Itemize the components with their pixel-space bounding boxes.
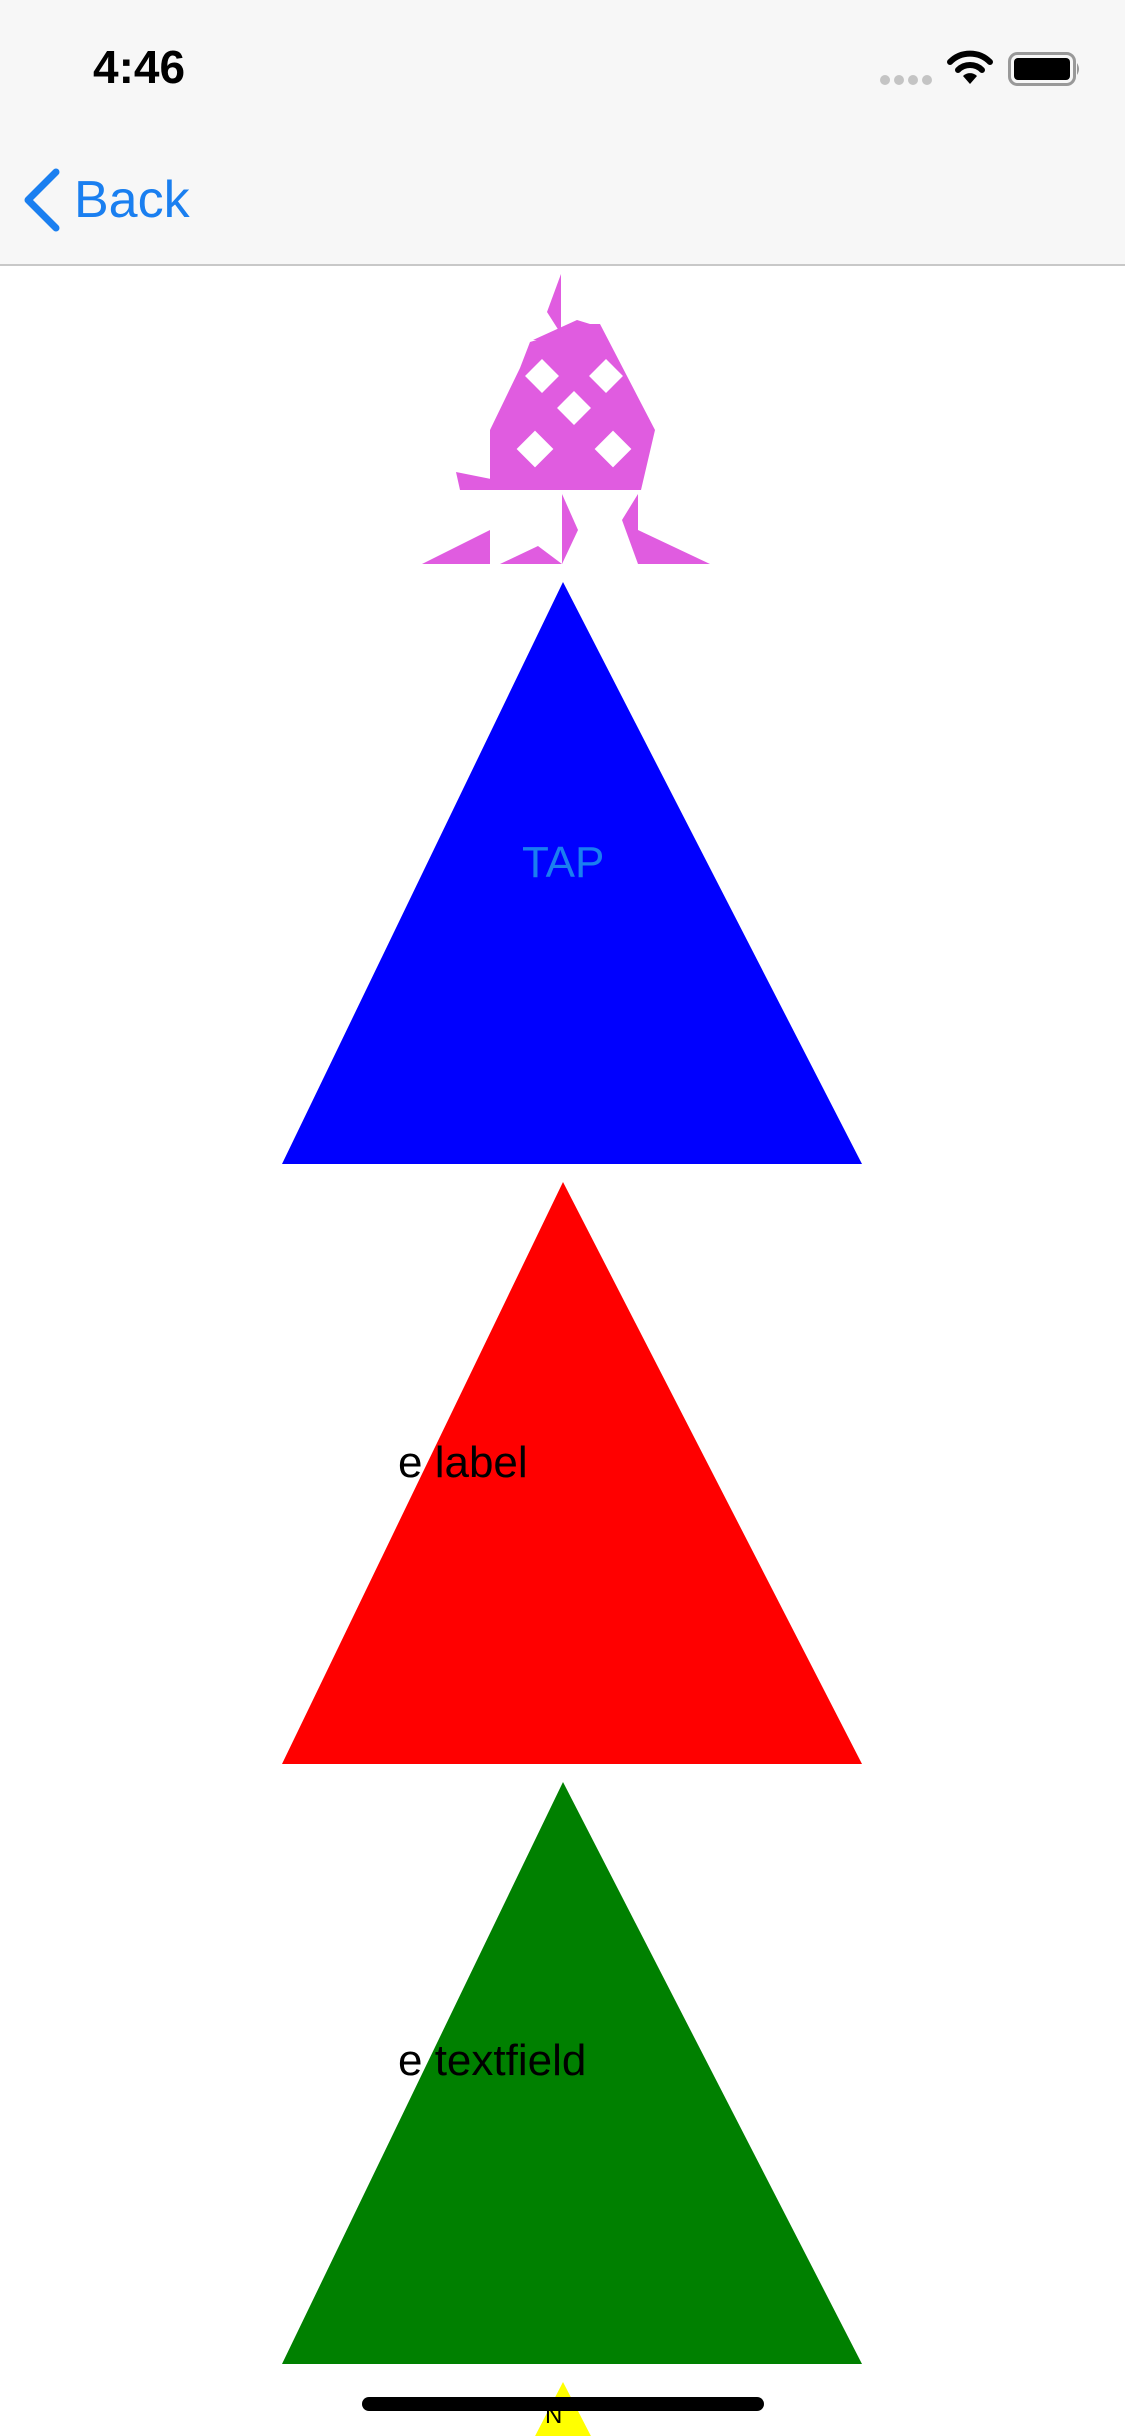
navigation-bar: Back <box>0 132 1125 266</box>
red-triangle[interactable] <box>280 1180 864 1766</box>
tap-label[interactable]: TAP <box>522 838 605 887</box>
home-indicator[interactable] <box>362 2397 764 2411</box>
red-triangle-shape <box>282 1182 862 1764</box>
triangle-textfield[interactable]: e textfield <box>398 2036 587 2085</box>
chevron-left-icon <box>24 168 60 232</box>
triangle-label: e label <box>398 1438 528 1487</box>
pink-creature-icon <box>422 274 710 564</box>
back-label: Back <box>74 171 190 229</box>
status-bar: 4:46 <box>0 0 1125 132</box>
battery-icon <box>1008 52 1079 86</box>
wifi-icon <box>947 50 993 84</box>
status-time: 4:46 <box>93 41 186 93</box>
green-triangle-shape <box>282 1782 862 2364</box>
blue-triangle-shape <box>282 582 862 1164</box>
back-button[interactable]: Back <box>22 165 190 235</box>
signal-dots-icon <box>880 75 932 85</box>
green-triangle[interactable] <box>280 1780 864 2366</box>
blue-triangle[interactable] <box>280 580 864 1166</box>
